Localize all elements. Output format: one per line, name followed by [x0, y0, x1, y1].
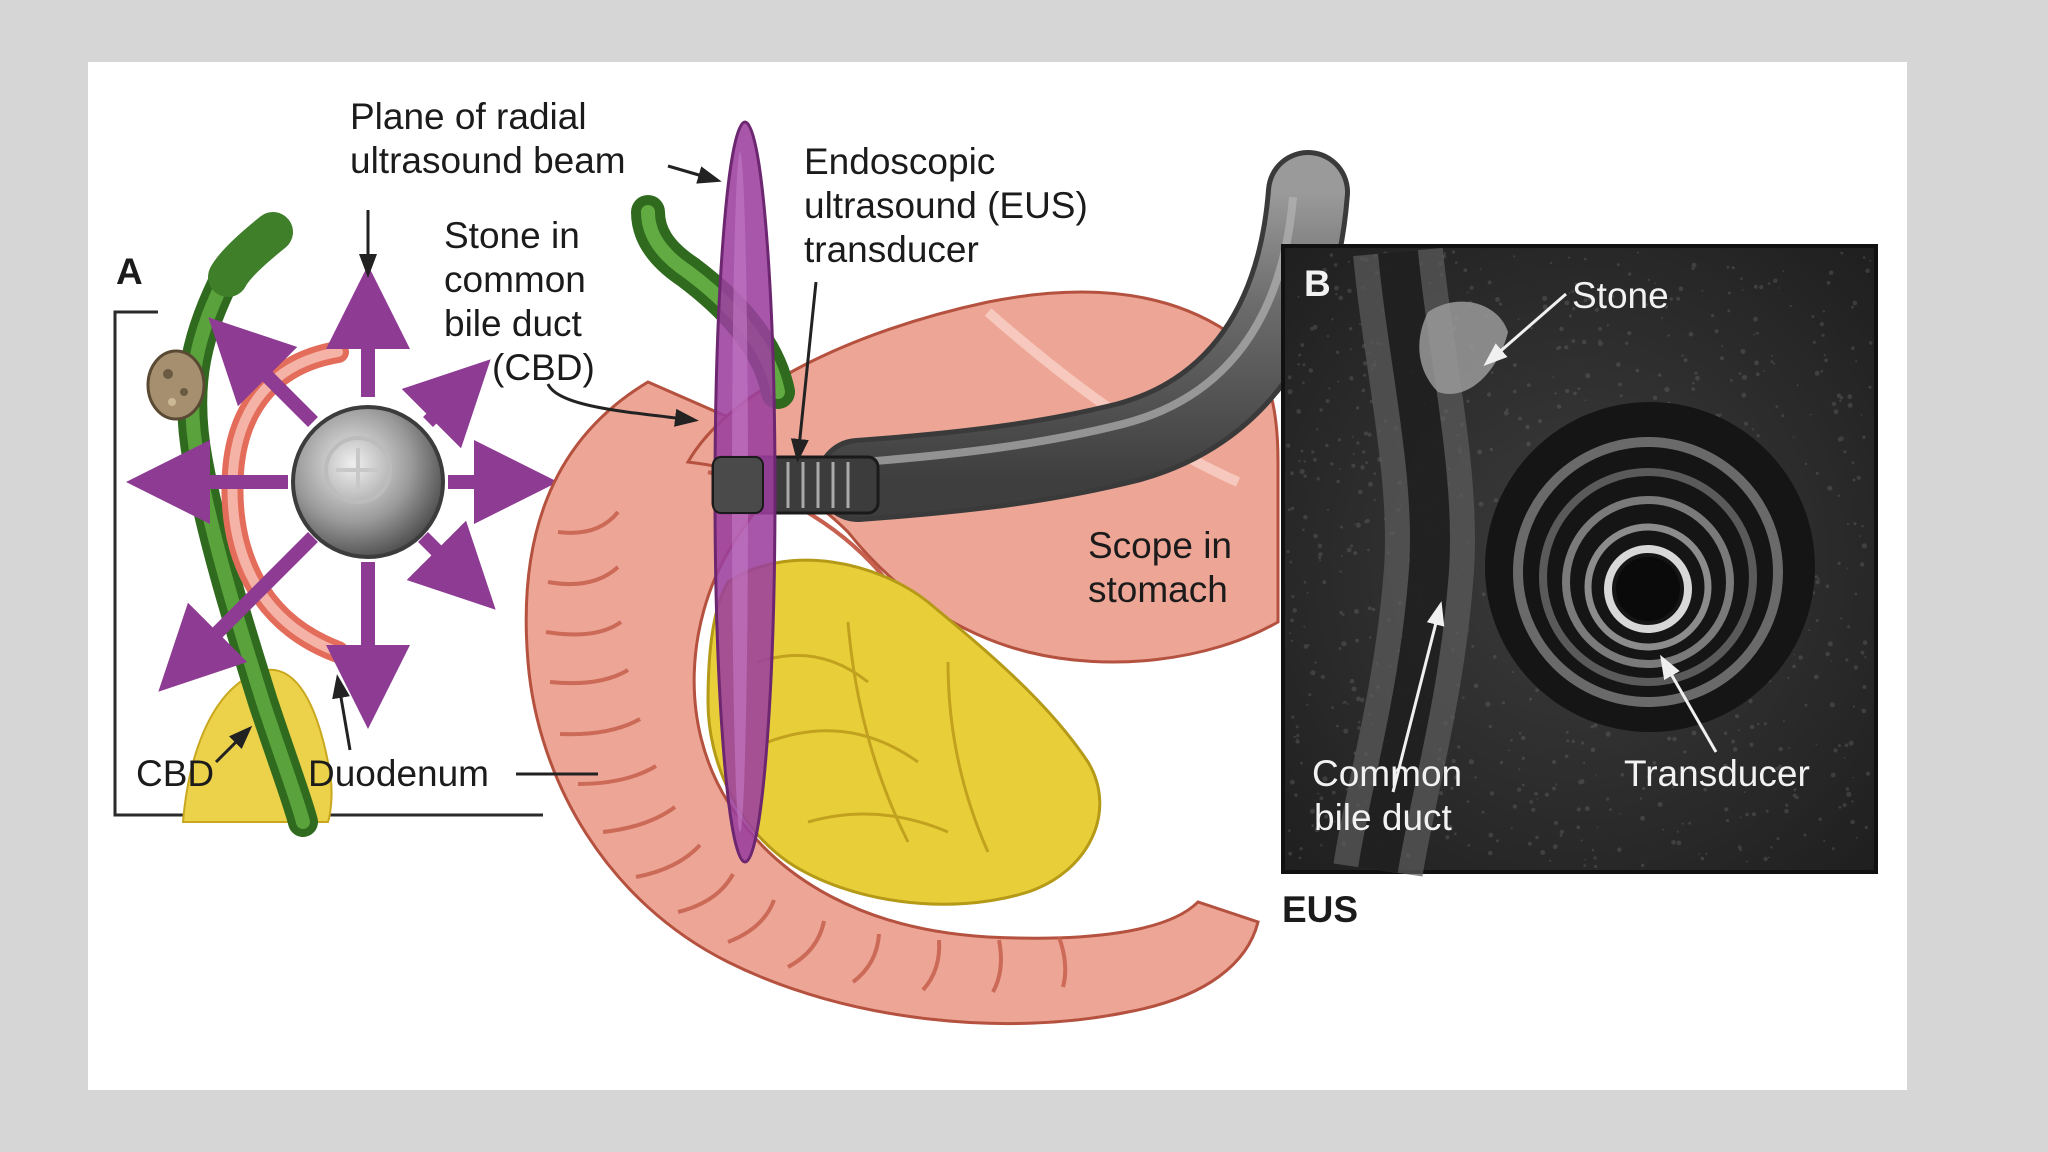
arrow-icon	[158, 532, 318, 692]
us-rings	[1513, 437, 1783, 707]
us-cbd-label-line2: bile duct	[1314, 797, 1452, 838]
figure-panel: A Plane of radial ultrasound beam Stone …	[88, 62, 1907, 1090]
duodenum-label: Duodenum	[308, 753, 490, 794]
us-cbd-label-line1: Common	[1312, 753, 1463, 794]
us-stone	[1419, 301, 1508, 394]
pancreas	[706, 558, 1102, 906]
eus-label-line2: ultrasound (EUS)	[804, 185, 1088, 226]
scope-label-line2: stomach	[1088, 569, 1228, 610]
stone-label-line3: bile duct	[444, 303, 582, 344]
plane-label-line2: ultrasound beam	[350, 140, 626, 181]
arrow-icon	[401, 359, 491, 449]
eus-label-line1: Endoscopic	[804, 141, 996, 182]
ultrasound-image	[1281, 244, 1878, 877]
plane-label-line1: Plane of radial	[350, 96, 587, 137]
scope-label-line1: Scope in	[1088, 525, 1232, 566]
radial-beam-arrows	[126, 265, 558, 729]
eus-label-line3: transducer	[804, 229, 979, 270]
stone-label-line4: (CBD)	[492, 347, 595, 388]
cbd-label: CBD	[136, 753, 215, 794]
transducer-icon	[291, 405, 445, 559]
us-transducer-label: Transducer	[1624, 753, 1810, 794]
stone-icon	[146, 349, 206, 421]
us-transducer	[1616, 557, 1680, 621]
panel-b-caption: EUS	[1282, 889, 1359, 930]
arrow-icon	[208, 317, 318, 427]
stone-label-line1: Stone in	[444, 215, 580, 256]
duodenum	[524, 380, 1260, 1026]
arrow-icon	[406, 520, 496, 610]
inset-diagram	[113, 210, 558, 837]
stone-label-line2: common	[444, 259, 586, 300]
us-stone-label: Stone	[1572, 275, 1669, 316]
illustration-svg	[113, 120, 1878, 1026]
panel-b-letter: B	[1304, 263, 1331, 304]
panel-a-letter: A	[116, 251, 143, 292]
